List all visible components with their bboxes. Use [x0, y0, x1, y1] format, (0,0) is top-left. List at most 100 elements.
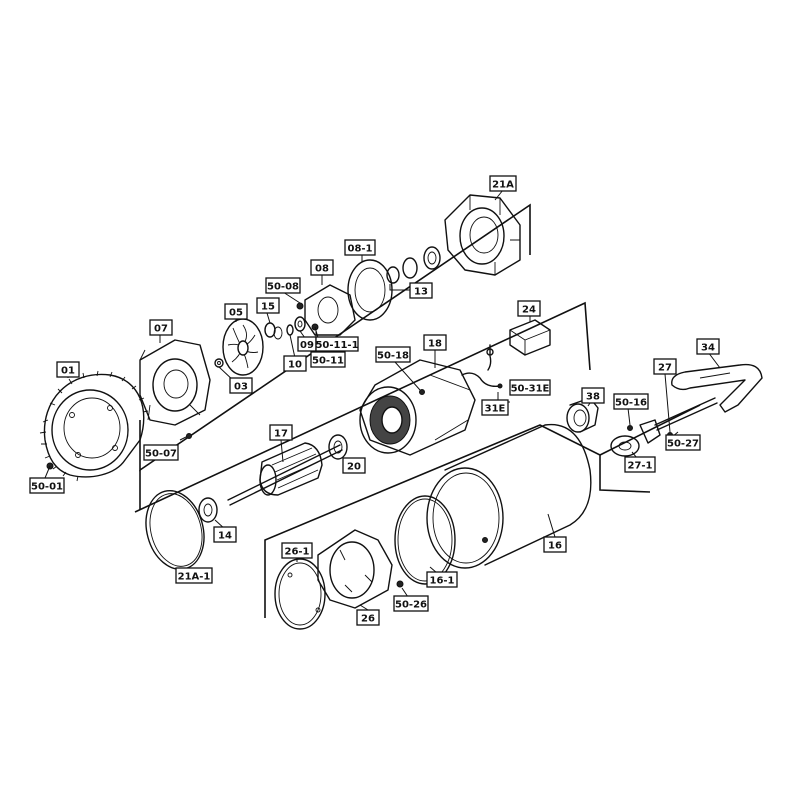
- panel-lower-right: [599, 404, 701, 456]
- callout-50-27: 50-27: [665, 434, 701, 451]
- part-21a-bracket: [444, 194, 521, 276]
- part-18-stator: [359, 359, 476, 456]
- callout-50-16: 50-16: [613, 393, 649, 410]
- callout-50-31e: 50-31E: [509, 379, 551, 396]
- svg-text:27: 27: [658, 363, 672, 374]
- svg-text:50-01: 50-01: [31, 482, 63, 493]
- svg-text:07: 07: [154, 324, 168, 335]
- svg-text:08-1: 08-1: [347, 244, 372, 255]
- part-13-bearing: [386, 246, 441, 291]
- callout-10: 10: [283, 355, 307, 372]
- callout-50-01: 50-01: [29, 477, 65, 494]
- callout-14: 14: [213, 526, 237, 543]
- callout-34: 34: [696, 338, 720, 355]
- svg-text:24: 24: [522, 305, 536, 316]
- svg-text:03: 03: [234, 382, 248, 393]
- callout-18: 18: [423, 334, 447, 351]
- part-50-07-screw: [179, 433, 192, 441]
- svg-text:01: 01: [61, 366, 75, 377]
- svg-text:50-08: 50-08: [267, 282, 299, 293]
- callout-38: 38: [581, 387, 605, 404]
- callout-16: 16: [543, 536, 567, 553]
- svg-text:15: 15: [261, 302, 275, 313]
- svg-text:21A: 21A: [492, 180, 514, 191]
- svg-text:14: 14: [218, 531, 232, 542]
- callout-50-11: 50-11: [310, 351, 346, 368]
- svg-text:50-18: 50-18: [377, 351, 409, 362]
- callout-08: 08: [310, 259, 334, 276]
- svg-text:38: 38: [586, 392, 600, 403]
- part-27-1-gasket: [610, 435, 640, 457]
- part-10-oring: [286, 324, 294, 336]
- part-20-bearing: [328, 434, 348, 460]
- panel-middle: [134, 301, 591, 513]
- svg-text:31E: 31E: [485, 404, 506, 415]
- callout-31e: 31E: [481, 399, 509, 416]
- svg-text:17: 17: [274, 429, 288, 440]
- svg-text:50-11: 50-11: [312, 356, 344, 367]
- callout-26-1: 26-1: [281, 542, 313, 559]
- part-17-rotor: [227, 442, 343, 506]
- svg-text:50-16: 50-16: [615, 398, 647, 409]
- svg-text:26-1: 26-1: [284, 547, 309, 558]
- callout-26: 26: [356, 609, 380, 626]
- callout-50-26: 50-26: [393, 595, 429, 612]
- callout-15: 15: [256, 297, 280, 314]
- part-34-handle: [671, 363, 763, 413]
- svg-text:20: 20: [347, 462, 361, 473]
- callout-08-1: 08-1: [344, 239, 376, 256]
- svg-text:05: 05: [229, 308, 243, 319]
- callout-13: 13: [409, 282, 433, 299]
- svg-text:34: 34: [701, 343, 715, 354]
- svg-text:08: 08: [315, 264, 329, 275]
- part-09-washer: [294, 316, 306, 332]
- callout-16-1: 16-1: [426, 571, 458, 588]
- svg-text:50-07: 50-07: [145, 449, 177, 460]
- svg-text:18: 18: [428, 339, 442, 350]
- callout-21a-1: 21A-1: [175, 567, 213, 584]
- callout-03: 03: [229, 377, 253, 394]
- callout-27-1: 27-1: [624, 456, 656, 473]
- callout-27: 27: [653, 358, 677, 375]
- svg-text:13: 13: [414, 287, 428, 298]
- callout-20: 20: [342, 457, 366, 474]
- svg-text:16-1: 16-1: [429, 576, 454, 587]
- callout-50-18: 50-18: [375, 346, 411, 363]
- svg-text:16: 16: [548, 541, 562, 552]
- part-50-01-screw: [44, 462, 54, 479]
- part-01-base-ring: [39, 370, 149, 482]
- part-21a-1-oring: [145, 489, 205, 571]
- callout-01: 01: [56, 361, 80, 378]
- part-03-nut: [214, 358, 224, 368]
- svg-text:27-1: 27-1: [627, 461, 652, 472]
- part-24-capacitor: [509, 319, 551, 356]
- callout-50-07: 50-07: [143, 444, 179, 461]
- callout-50-11-1: 50-11-1: [315, 336, 359, 352]
- part-31e-cable: [461, 344, 510, 403]
- svg-text:50-27: 50-27: [667, 439, 699, 450]
- svg-text:10: 10: [288, 360, 302, 371]
- callout-21a: 21A: [489, 175, 517, 192]
- panel-lower: [264, 424, 651, 618]
- svg-text:09: 09: [300, 340, 314, 351]
- callout-50-08: 50-08: [265, 277, 301, 294]
- part-16-motor-shell: [426, 423, 592, 569]
- part-26-bottom-cover: [317, 529, 404, 609]
- part-14-bearing: [198, 497, 218, 523]
- part-08-seal-plate: [296, 284, 356, 336]
- callout-07: 07: [149, 319, 173, 336]
- svg-text:21A-1: 21A-1: [178, 572, 211, 583]
- svg-text:50-11-1: 50-11-1: [315, 340, 358, 351]
- part-16-1-oring: [394, 495, 456, 585]
- part-07-pump-housing: [139, 339, 211, 426]
- svg-text:50-26: 50-26: [395, 600, 427, 611]
- svg-text:50-31E: 50-31E: [511, 384, 550, 395]
- callout-17: 17: [269, 424, 293, 441]
- part-05-impeller: [222, 318, 264, 376]
- callout-09: 09: [297, 336, 317, 352]
- svg-text:26: 26: [361, 614, 375, 625]
- callout-24: 24: [517, 300, 541, 317]
- part-08-1-gasket: [347, 259, 393, 321]
- callout-05: 05: [224, 303, 248, 320]
